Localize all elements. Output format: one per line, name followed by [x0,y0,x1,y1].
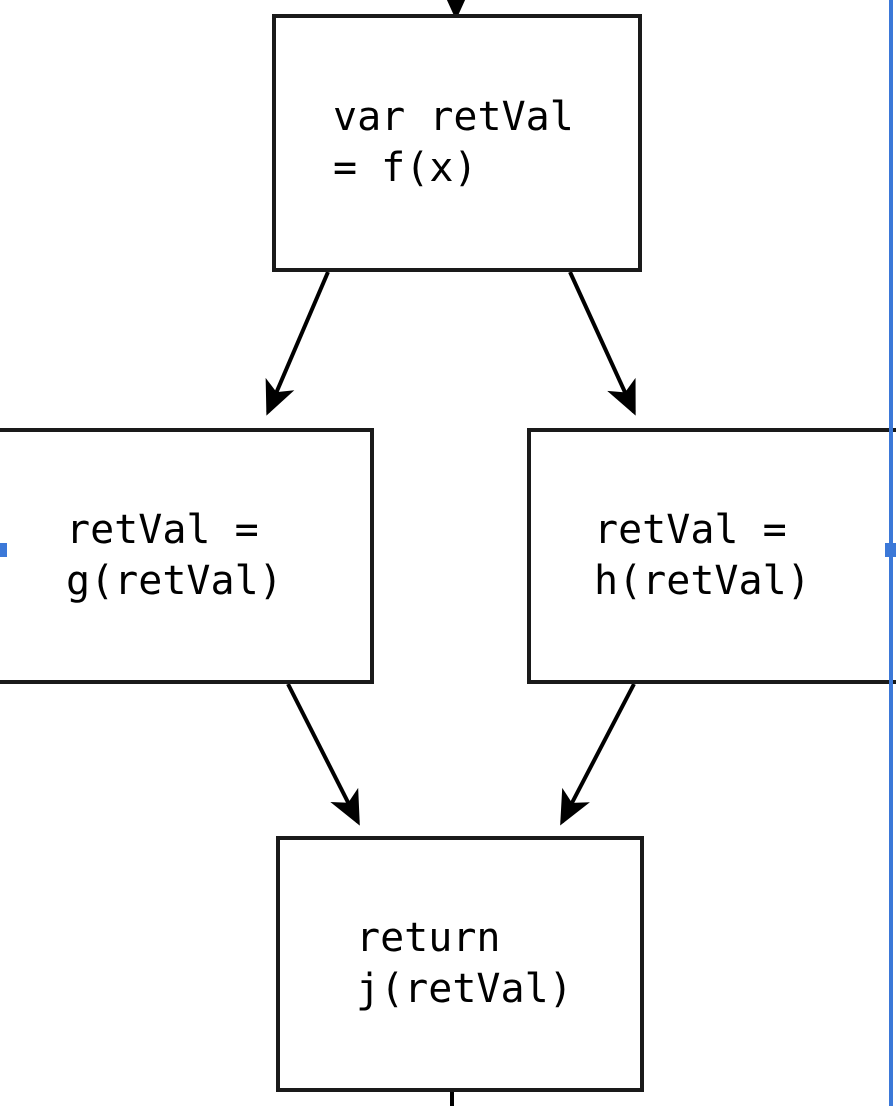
g-retval-node-label: retVal = g(retVal) [0,505,283,607]
h-retval-node[interactable]: retVal = h(retVal) [527,428,896,684]
selection-handle-left[interactable] [0,543,7,557]
g-retval-line1: retVal = [66,507,259,553]
var-retval-line2: = f(x) [333,145,478,191]
var-retval-line1: var retVal [333,94,574,140]
var-retval-node-label: var retVal = f(x) [276,92,574,194]
return-node-label: return j(retVal) [280,913,573,1015]
edge-left-to-bottom [286,683,360,826]
return-line2: j(retVal) [356,966,573,1012]
edge-right-to-bottom [560,683,636,826]
h-retval-node-label: retVal = h(retVal) [531,505,811,607]
return-node[interactable]: return j(retVal) [276,836,644,1092]
h-retval-line1: retVal = [594,507,787,553]
return-line1: return [356,915,501,961]
h-retval-line2: h(retVal) [594,558,811,604]
edge-top-to-right [568,271,636,416]
var-retval-node[interactable]: var retVal = f(x) [272,14,642,272]
edge-top-to-left [265,271,330,416]
selection-handle-right[interactable] [885,543,896,557]
g-retval-node[interactable]: retVal = g(retVal) [0,428,374,684]
g-retval-line2: g(retVal) [66,558,283,604]
